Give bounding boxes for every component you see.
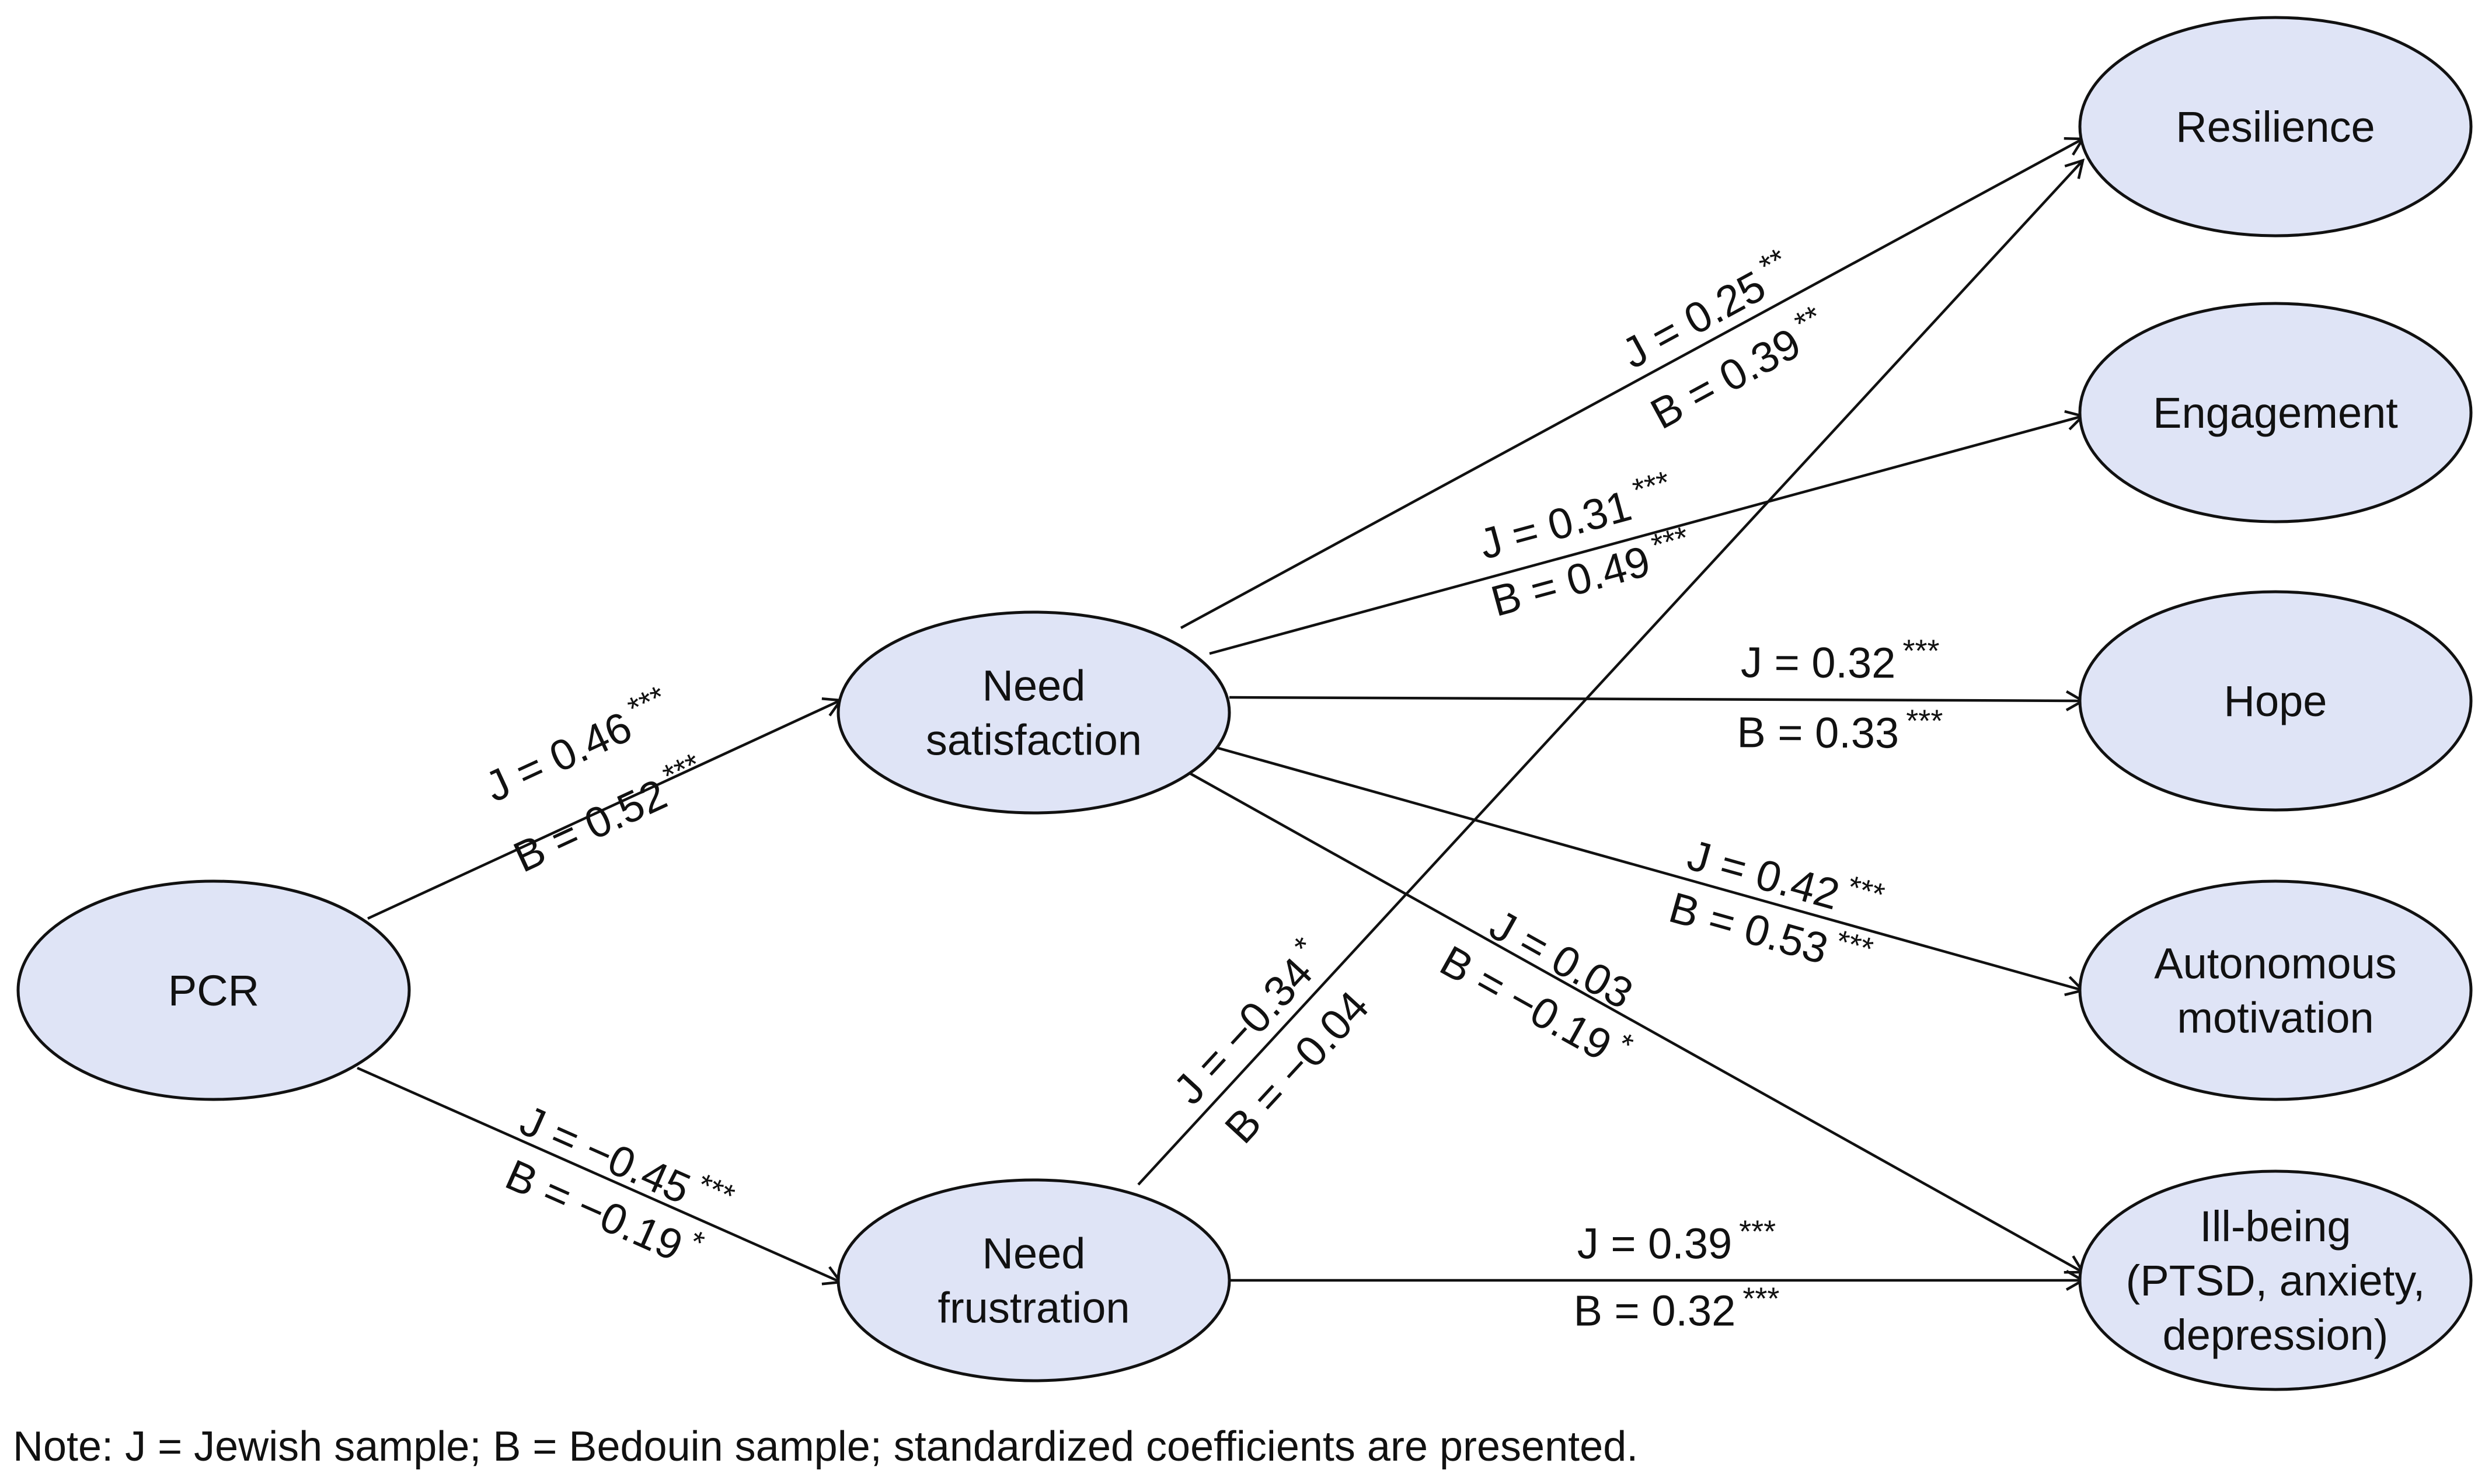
path-need-satisfaction-to-ill-being bbox=[1189, 772, 2085, 1274]
coefficient-labels-layer: J = 0.46***B = 0.52***J = −0.45***B = −0… bbox=[478, 242, 1943, 1335]
coef-j-need-satisfaction-to-resilience-significance: ** bbox=[1754, 242, 1792, 284]
node-ill-being-label-line: (PTSD, anxiety, bbox=[2126, 1256, 2425, 1305]
path-need-frustration-to-resilience bbox=[1137, 158, 2085, 1186]
node-need-frustration-label-line: frustration bbox=[937, 1284, 1130, 1332]
node-hope-label: Hope bbox=[2224, 677, 2327, 725]
path-pcr-to-need-frustration bbox=[357, 1066, 844, 1286]
node-engagement: Engagement bbox=[2078, 302, 2473, 523]
coef-b-need-frustration-to-ill-being-significance: *** bbox=[1742, 1282, 1779, 1317]
node-resilience: Resilience bbox=[2078, 16, 2473, 238]
node-need-satisfaction: Need satisfaction bbox=[837, 610, 1231, 815]
node-autonomous-motivation-label: Autonomous motivation bbox=[2154, 940, 2397, 1042]
coef-j-need-satisfaction-to-engagement-significance: *** bbox=[1629, 465, 1674, 508]
node-autonomous-motivation-ellipse bbox=[2078, 879, 2473, 1101]
coef-b-need-satisfaction-to-hope-significance: *** bbox=[1906, 704, 1943, 739]
path-need-satisfaction-to-hope bbox=[1229, 690, 2086, 711]
coef-b-need-frustration-to-ill-being: B = 0.32*** bbox=[1574, 1282, 1780, 1335]
node-need-frustration-ellipse bbox=[837, 1178, 1231, 1382]
node-need-frustration-label-line: Need bbox=[982, 1230, 1086, 1278]
node-resilience-ellipse bbox=[2078, 16, 2473, 238]
coef-j-pcr-to-need-satisfaction-significance: *** bbox=[623, 679, 671, 727]
node-engagement-label: Engagement bbox=[2153, 389, 2398, 437]
node-autonomous-motivation-label-line: Autonomous bbox=[2154, 940, 2397, 988]
coef-j-need-satisfaction-to-hope-significance: *** bbox=[1902, 634, 1939, 669]
node-need-frustration-label: Need frustration bbox=[937, 1230, 1130, 1332]
coef-b-need-satisfaction-to-hope: B = 0.33*** bbox=[1737, 703, 1943, 757]
paths-layer bbox=[357, 137, 2086, 1291]
node-need-frustration: Need frustration bbox=[837, 1178, 1231, 1382]
node-hope-label-line: Hope bbox=[2224, 677, 2327, 725]
node-resilience-label-line: Resilience bbox=[2176, 103, 2375, 151]
node-hope: Hope bbox=[2078, 590, 2473, 812]
node-autonomous-motivation-label-line: motivation bbox=[2177, 994, 2374, 1042]
node-need-satisfaction-label-line: Need bbox=[982, 662, 1086, 710]
node-engagement-ellipse bbox=[2078, 302, 2473, 523]
coef-j-need-satisfaction-to-hope: J = 0.32*** bbox=[1741, 633, 1940, 687]
node-pcr-label-line: PCR bbox=[168, 966, 259, 1015]
path-need-satisfaction-to-autonomous-motivation bbox=[1214, 745, 2086, 997]
coef-b-need-satisfaction-to-hope-value: B = 0.33 bbox=[1737, 708, 1899, 757]
coef-j-need-frustration-to-ill-being-significance: *** bbox=[1739, 1214, 1776, 1249]
node-ill-being-label-line: Ill-being bbox=[2200, 1202, 2351, 1251]
coef-j-need-satisfaction-to-autonomous-motivation-significance: *** bbox=[1843, 870, 1888, 913]
coef-j-pcr-to-need-frustration-significance: *** bbox=[692, 1167, 740, 1214]
node-need-satisfaction-ellipse bbox=[837, 610, 1231, 815]
node-pcr-label: PCR bbox=[168, 966, 259, 1015]
node-engagement-label-line: Engagement bbox=[2153, 389, 2398, 437]
node-need-satisfaction-label-line: satisfaction bbox=[926, 716, 1142, 764]
node-pcr: PCR bbox=[16, 879, 411, 1101]
node-ill-being-label-line: depression) bbox=[2163, 1311, 2389, 1359]
node-ill-being: Ill-being (PTSD, anxiety, depression) bbox=[2078, 1169, 2473, 1391]
path-need-satisfaction-to-resilience bbox=[1180, 137, 2085, 629]
node-resilience-label: Resilience bbox=[2176, 103, 2375, 151]
path-need-satisfaction-to-engagement bbox=[1209, 410, 2086, 655]
node-pcr-ellipse bbox=[16, 879, 411, 1101]
node-need-satisfaction-label: Need satisfaction bbox=[926, 662, 1142, 764]
node-ill-being-ellipse bbox=[2078, 1169, 2473, 1391]
node-autonomous-motivation: Autonomous motivation bbox=[2078, 879, 2473, 1101]
coef-j-need-frustration-to-ill-being-value: J = 0.39 bbox=[1577, 1219, 1732, 1267]
coef-b-need-frustration-to-ill-being-value: B = 0.32 bbox=[1574, 1286, 1736, 1335]
coef-b-need-satisfaction-to-engagement-significance: *** bbox=[1648, 520, 1693, 563]
coef-j-need-satisfaction-to-hope-value: J = 0.32 bbox=[1741, 638, 1896, 687]
coef-j-need-frustration-to-ill-being: J = 0.39*** bbox=[1577, 1214, 1776, 1267]
coef-b-need-satisfaction-to-resilience-significance: ** bbox=[1789, 299, 1828, 341]
node-ill-being-label: Ill-being (PTSD, anxiety, depression) bbox=[2126, 1202, 2425, 1359]
path-pcr-to-need-satisfaction bbox=[367, 697, 844, 920]
coef-b-pcr-to-need-satisfaction-significance: *** bbox=[658, 746, 706, 794]
figure-note: Note: J = Jewish sample; B = Bedouin sam… bbox=[13, 1423, 1639, 1470]
node-hope-ellipse bbox=[2078, 590, 2473, 812]
